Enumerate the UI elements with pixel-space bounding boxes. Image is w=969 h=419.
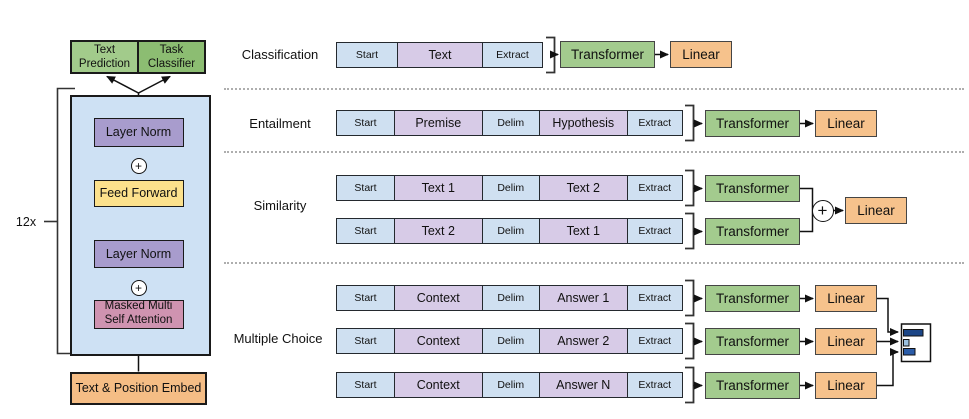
transformer-box: Transformer <box>705 110 800 137</box>
input-strip-choice-2: Start Context Delim Answer 2 Extract <box>336 328 683 354</box>
input-strip-choice-1: Start Context Delim Answer 1 Extract <box>336 285 683 311</box>
separator-line <box>224 151 964 153</box>
output-heads: Text Prediction Task Classifier <box>70 40 206 74</box>
input-strip-entailment: Start Premise Delim Hypothesis Extract <box>336 110 683 136</box>
token-extract: Extract <box>626 372 683 398</box>
token-delim: Delim <box>481 110 540 136</box>
residual-add-icon: + <box>130 279 147 296</box>
multiple-choice-connectors <box>685 279 899 404</box>
separator-line <box>224 262 964 264</box>
token-extract: Extract <box>626 110 683 136</box>
token-delim: Delim <box>481 328 540 354</box>
masked-attention-box: Masked Multi Self Attention <box>93 300 184 329</box>
linear-box: Linear <box>815 372 877 399</box>
input-strip-classification: Start Text Extract <box>336 42 543 68</box>
token-extract: Extract <box>482 42 543 68</box>
answer-score-chart <box>900 323 932 363</box>
token-premise: Premise <box>393 110 483 136</box>
feed-forward-box: Feed Forward <box>93 180 184 207</box>
score-bar-3 <box>903 348 916 356</box>
task-label-classification: Classification <box>241 47 319 62</box>
token-start: Start <box>336 328 395 354</box>
token-answerN: Answer N <box>538 372 628 398</box>
similarity-connectors <box>685 169 844 250</box>
transformer-box: Transformer <box>705 372 800 399</box>
token-delim: Delim <box>481 175 540 201</box>
linear-box: Linear <box>815 328 877 355</box>
token-start: Start <box>336 175 395 201</box>
token-delim: Delim <box>481 372 540 398</box>
entailment-connectors <box>685 104 814 142</box>
token-context: Context <box>393 285 483 311</box>
token-text1: Text 1 <box>393 175 483 201</box>
score-bar-2 <box>903 339 910 347</box>
sum-add-icon: + <box>811 199 834 222</box>
token-start: Start <box>336 42 398 68</box>
token-answer1: Answer 1 <box>538 285 628 311</box>
input-strip-choice-n: Start Context Delim Answer N Extract <box>336 372 683 398</box>
token-start: Start <box>336 372 395 398</box>
input-strip-similarity-1: Start Text 1 Delim Text 2 Extract <box>336 175 683 201</box>
token-start: Start <box>336 218 395 244</box>
classification-connectors <box>546 36 669 74</box>
transformer-box: Transformer <box>705 175 800 202</box>
task-label-multiple-choice: Multiple Choice <box>233 331 323 346</box>
transformer-box: Transformer <box>705 328 800 355</box>
layer-norm-bottom-box: Layer Norm <box>93 240 184 268</box>
task-classifier-box: Task Classifier <box>137 40 206 74</box>
task-label-similarity: Similarity <box>253 198 307 213</box>
task-label-entailment: Entailment <box>249 116 311 131</box>
token-text2: Text 2 <box>393 218 483 244</box>
linear-box: Linear <box>670 41 732 68</box>
token-hypothesis: Hypothesis <box>538 110 628 136</box>
token-answer2: Answer 2 <box>538 328 628 354</box>
layer-norm-top-box: Layer Norm <box>93 117 184 147</box>
token-extract: Extract <box>626 218 683 244</box>
token-text: Text <box>396 42 484 68</box>
token-extract: Extract <box>626 328 683 354</box>
transformer-box: Transformer <box>560 41 655 68</box>
repeat-count-label: 12x <box>15 215 37 229</box>
token-extract: Extract <box>626 175 683 201</box>
token-text2: Text 2 <box>538 175 628 201</box>
separator-line <box>224 88 964 90</box>
token-context: Context <box>393 328 483 354</box>
token-context: Context <box>393 372 483 398</box>
text-prediction-box: Text Prediction <box>70 40 139 74</box>
transformer-box: Transformer <box>705 218 800 245</box>
token-delim: Delim <box>481 218 540 244</box>
linear-box: Linear <box>845 197 907 224</box>
token-extract: Extract <box>626 285 683 311</box>
input-strip-similarity-2: Start Text 2 Delim Text 1 Extract <box>336 218 683 244</box>
token-start: Start <box>336 110 395 136</box>
embedding-box: Text & Position Embed <box>70 371 207 405</box>
token-start: Start <box>336 285 395 311</box>
transformer-box: Transformer <box>705 285 800 312</box>
score-bar-1 <box>903 329 924 337</box>
token-text1: Text 1 <box>538 218 628 244</box>
residual-add-icon: + <box>130 157 147 174</box>
linear-box: Linear <box>815 110 877 137</box>
token-delim: Delim <box>481 285 540 311</box>
linear-box: Linear <box>815 285 877 312</box>
